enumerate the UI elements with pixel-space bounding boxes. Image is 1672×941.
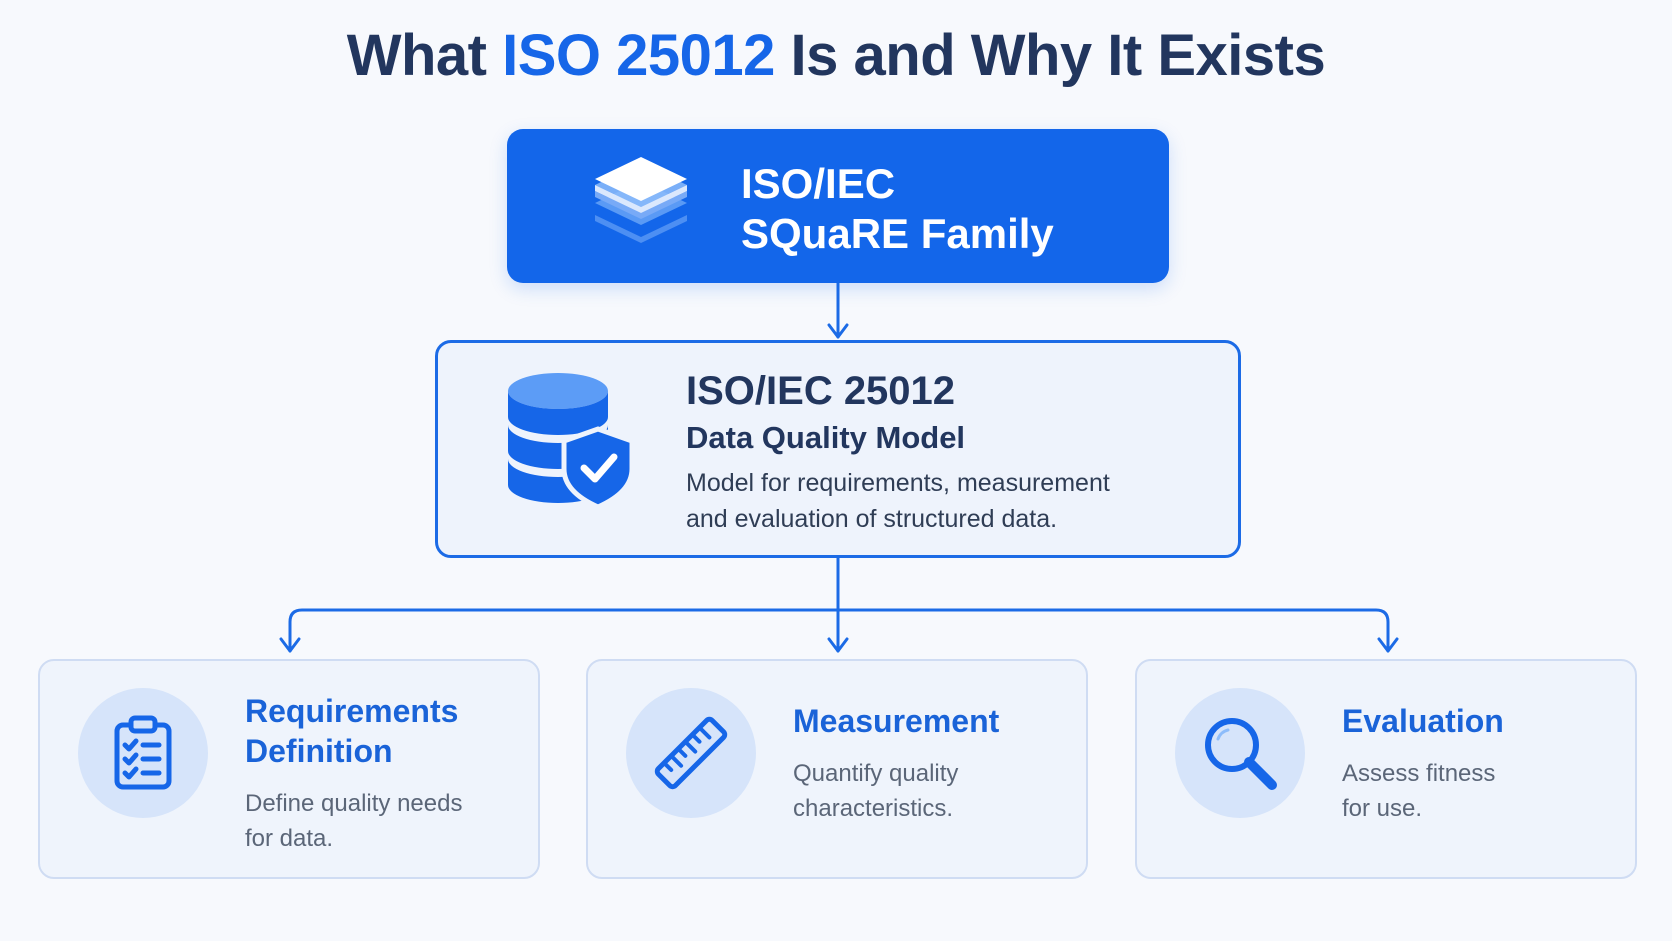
card-description: Quantify quality characteristics. <box>793 760 959 822</box>
square-family-line1: ISO/IEC <box>741 160 896 207</box>
card-measurement: Measurement Quantify quality characteris… <box>586 659 1088 879</box>
clipboard-checklist-icon <box>114 715 172 790</box>
card-evaluation: Evaluation Assess fitness for use. <box>1135 659 1637 879</box>
card-title: Requirements Definition <box>245 693 459 769</box>
square-family-box: ISO/IEC SQuaRE Family <box>507 129 1169 283</box>
connector-horizontal <box>288 608 1390 653</box>
ruler-icon <box>654 716 728 790</box>
arrowhead-right <box>1377 637 1399 653</box>
model-code: ISO/IEC 25012 <box>686 369 956 413</box>
layers-icon <box>585 151 697 263</box>
square-family-line2: SQuaRE Family <box>741 210 1054 257</box>
card-description: Define quality needs for data. <box>245 790 463 852</box>
card-title: Measurement <box>793 703 1000 739</box>
arrowhead-left <box>279 637 301 653</box>
card-title: Evaluation <box>1342 703 1504 739</box>
data-quality-model-box: ISO/IEC 25012 Data Quality Model Model f… <box>435 340 1241 558</box>
arrowhead-center <box>827 637 849 653</box>
arrowhead-model <box>827 323 849 339</box>
page-title: What ISO 25012 Is and Why It Exists <box>346 23 1326 88</box>
title-accent: ISO 25012 <box>502 23 775 88</box>
magnifier-icon <box>1205 718 1277 790</box>
database-shield-icon <box>504 371 644 511</box>
model-name: Data Quality Model <box>686 420 966 455</box>
card-requirements-definition: Requirements Definition Define quality n… <box>38 659 540 879</box>
card-description: Assess fitness for use. <box>1342 760 1496 822</box>
model-description: Model for requirements, measurement and … <box>686 469 1110 533</box>
